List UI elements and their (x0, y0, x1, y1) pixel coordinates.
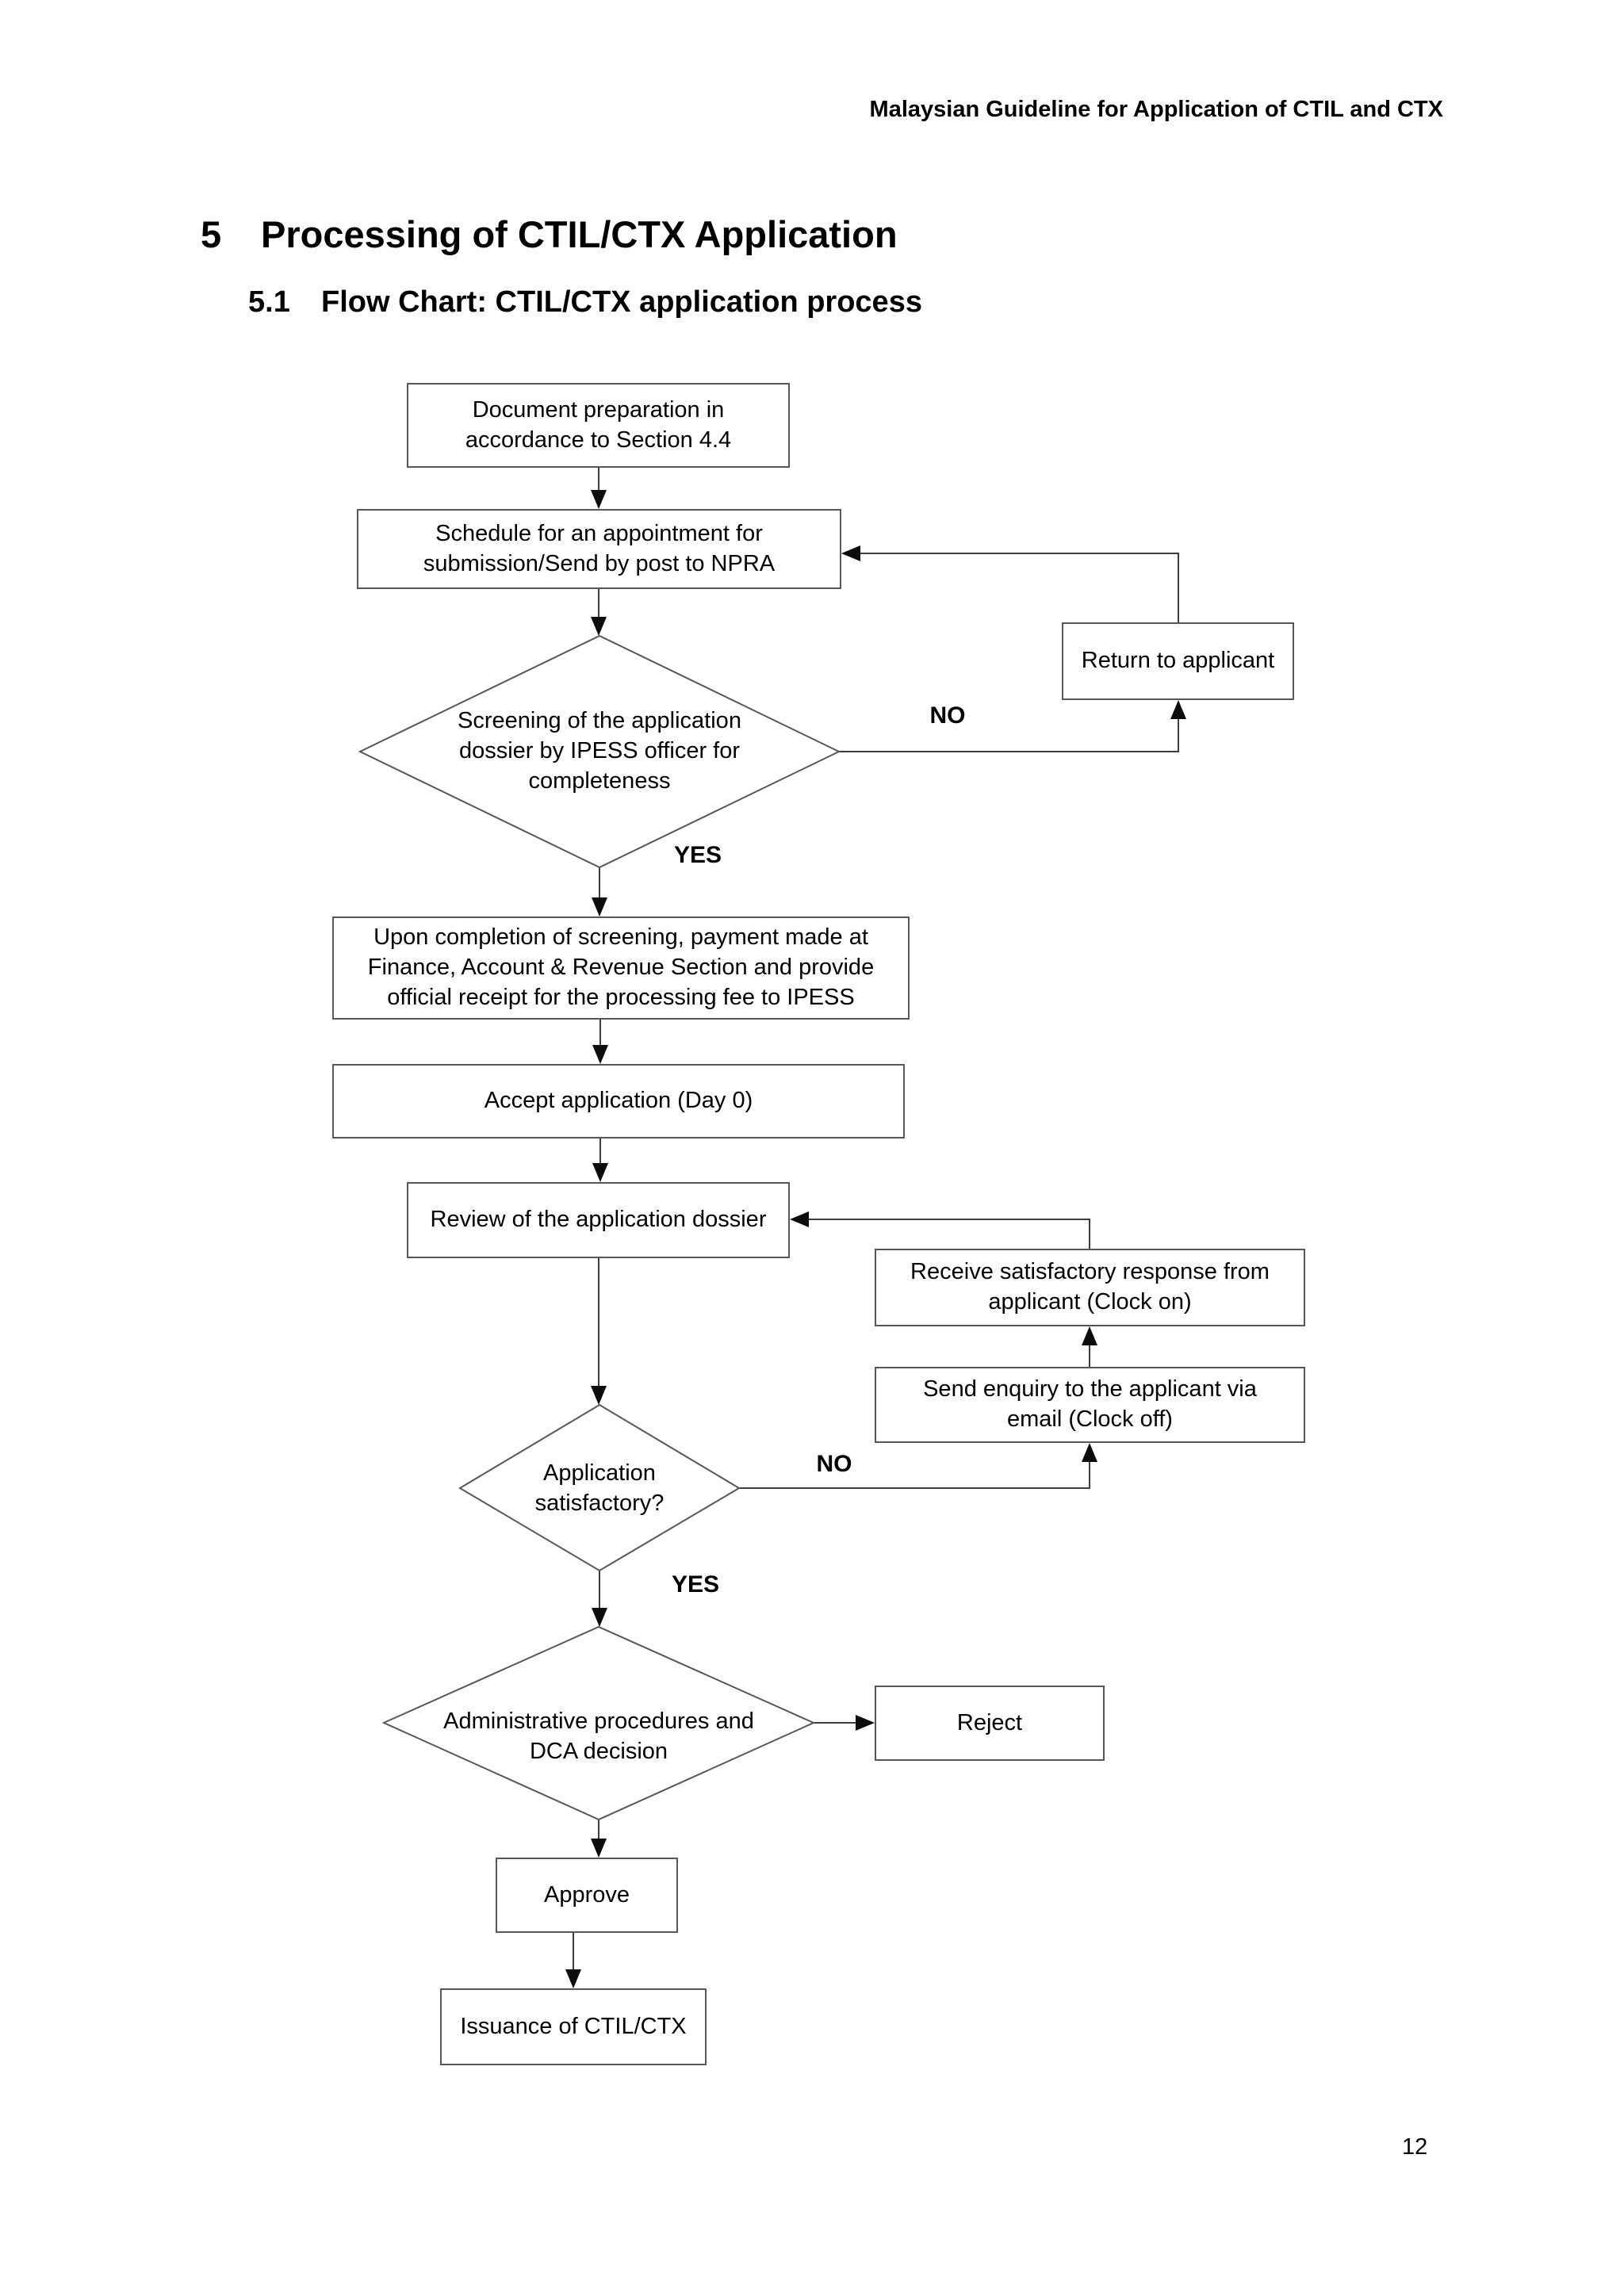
subsection-heading: 5.1 Flow Chart: CTIL/CTX application pro… (248, 285, 922, 320)
node-reject: Reject (875, 1686, 1105, 1761)
document-header-title: Malaysian Guideline for Application of C… (869, 97, 1443, 122)
node-schedule-appointment: Schedule for an appointment for submissi… (357, 509, 841, 589)
subsection-title: Flow Chart: CTIL/CTX application process (321, 285, 922, 319)
node-issuance: Issuance of CTIL/CTX (440, 1988, 707, 2065)
node-review-dossier: Review of the application dossier (407, 1182, 790, 1258)
connector-docprep-to-schedule (591, 468, 607, 509)
branch-label-screening-yes: YES (673, 842, 722, 868)
node-payment: Upon completion of screening, payment ma… (332, 916, 910, 1020)
branch-label-satisfactory-yes: YES (671, 1571, 720, 1598)
connector-receive-to-review (790, 1211, 1090, 1249)
node-document-preparation: Document preparation in accordance to Se… (407, 383, 790, 468)
connector-admin-to-reject (814, 1715, 875, 1731)
node-receive-response: Receive satisfactory response from appli… (875, 1249, 1305, 1326)
node-send-enquiry: Send enquiry to the applicant via email … (875, 1367, 1305, 1443)
connector-payment-to-accept (592, 1020, 608, 1064)
node-approve: Approve (496, 1858, 678, 1933)
connector-satisfactory-no-to-send (739, 1443, 1097, 1489)
node-screening-shape (358, 634, 841, 869)
connector-screening-yes-to-payment (592, 867, 607, 916)
branch-label-satisfactory-no: NO (816, 1451, 852, 1477)
node-satisfactory-shape (458, 1403, 741, 1572)
node-admin-dca-label: Administrative procedures and DCA decisi… (443, 1709, 754, 1764)
branch-label-screening-no: NO (929, 702, 966, 729)
node-satisfactory-label: Application satisfactory? (534, 1460, 665, 1516)
connector-admin-to-approve (591, 1820, 607, 1858)
section-title: Processing of CTIL/CTX Application (261, 213, 898, 255)
connector-send-to-receive (1082, 1326, 1097, 1367)
connector-screening-no-to-return (839, 700, 1186, 752)
connector-return-to-schedule (841, 545, 1179, 622)
node-return-to-applicant: Return to applicant (1062, 622, 1294, 700)
subsection-number: 5.1 (248, 285, 290, 319)
section-number: 5 (201, 213, 222, 255)
connector-review-to-satisfactory (591, 1258, 607, 1405)
node-screening-label: Screening of the application dossier by … (458, 708, 741, 794)
node-accept-application: Accept application (Day 0) (332, 1064, 905, 1138)
page-number: 12 (1402, 2134, 1428, 2160)
connector-satisfactory-yes-to-admin (592, 1571, 607, 1627)
connector-schedule-to-screening (591, 589, 607, 636)
node-admin-dca-shape (381, 1625, 816, 1821)
section-heading: 5 Processing of CTIL/CTX Application (201, 212, 898, 256)
connector-accept-to-review (592, 1138, 608, 1182)
connector-approve-to-issuance (565, 1933, 581, 1988)
